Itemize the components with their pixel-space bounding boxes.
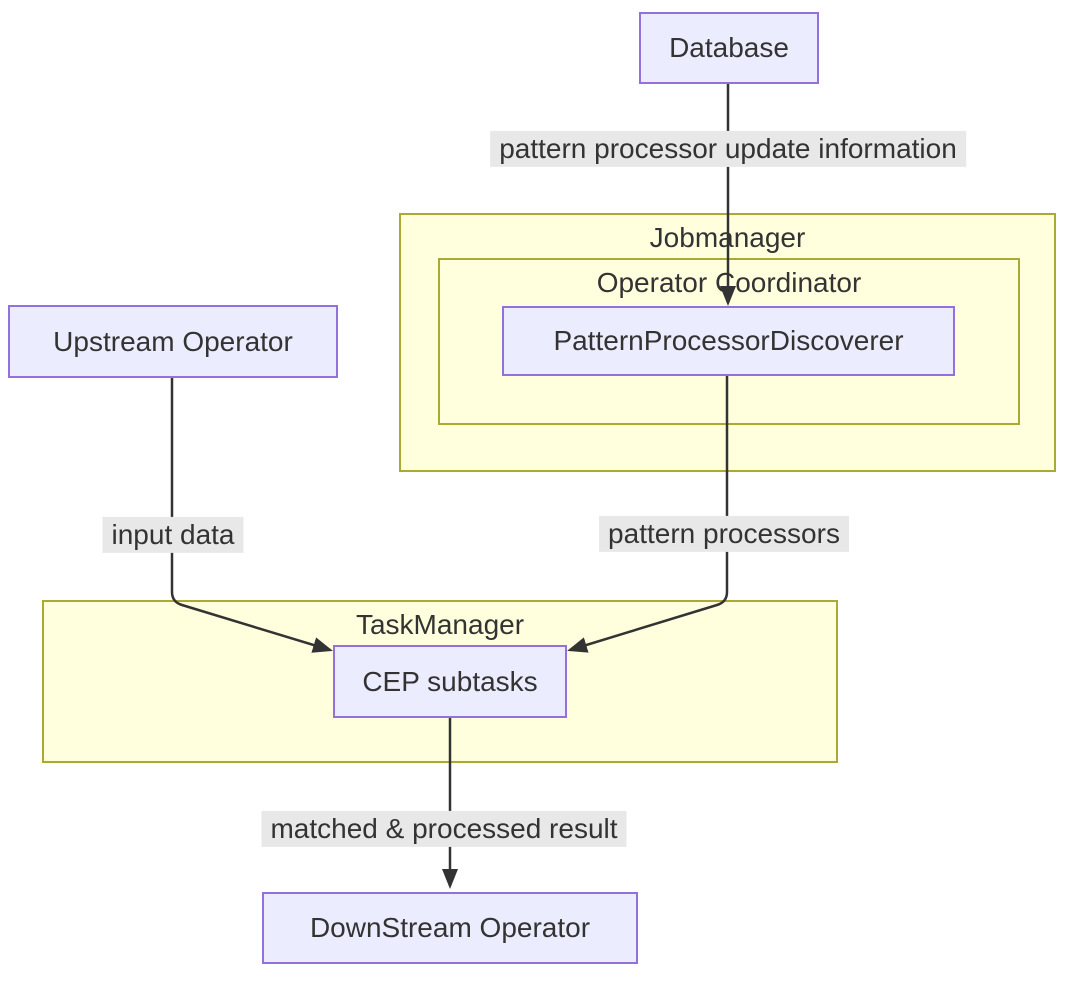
edge-label-matched-processed-result: matched & processed result <box>261 810 627 848</box>
cluster-operator-coordinator-title: Operator Coordinator <box>596 267 862 298</box>
node-cep-subtasks: CEP subtasks <box>333 645 567 718</box>
cluster-jobmanager-title: Jobmanager <box>649 222 806 253</box>
edge-label-input-data: input data <box>102 516 244 554</box>
node-downstream-operator: DownStream Operator <box>262 892 638 964</box>
edge-label-pattern-processors: pattern processors <box>599 515 849 553</box>
node-pattern-processor-discoverer: PatternProcessorDiscoverer <box>502 306 955 376</box>
node-database-label: Database <box>669 32 789 63</box>
node-upstream-operator-label: Upstream Operator <box>53 325 293 357</box>
node-database: Database <box>639 12 819 84</box>
cluster-taskmanager-title: TaskManager <box>355 609 525 640</box>
node-pattern-processor-discoverer-label: PatternProcessorDiscoverer <box>553 325 904 356</box>
node-cep-subtasks-label: CEP subtasks <box>362 665 538 697</box>
node-upstream-operator: Upstream Operator <box>8 305 338 378</box>
node-downstream-operator-label: DownStream Operator <box>309 912 591 943</box>
edge-label-pattern-processor-update-information: pattern processor update information <box>490 130 966 168</box>
